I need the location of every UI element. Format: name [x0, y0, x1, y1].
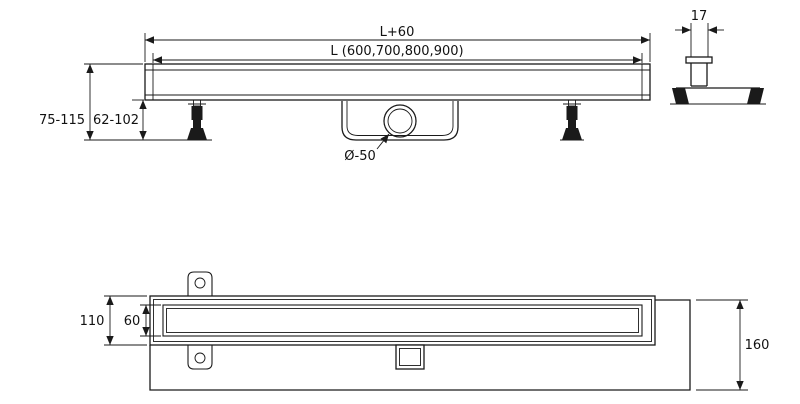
adjustable-foot-right — [560, 99, 584, 141]
side-view: 17 — [670, 9, 766, 105]
dim-install-height: 75-115 — [39, 63, 212, 141]
dim-base-height-label: 160 — [745, 338, 770, 353]
profile-foot-right — [747, 88, 764, 104]
mounting-tab-bottom — [187, 344, 213, 370]
dim-channel-length-label: L (600,700,800,900) — [330, 44, 463, 59]
dim-install-height-label: 75-115 — [39, 113, 85, 128]
front-view: L+60 L (600,700,800,900) 75-115 62-102 Ø… — [39, 25, 651, 164]
screw-hole-top — [194, 277, 206, 289]
dim-channel-length: L (600,700,800,900) — [152, 44, 643, 64]
dim-body-height-label: 62-102 — [93, 113, 139, 128]
dim-inner-width-label: 60 — [124, 314, 141, 329]
channel-profile — [670, 56, 766, 105]
profile-foot-left — [672, 88, 689, 104]
outlet-diameter-label: Ø-50 — [344, 149, 375, 164]
outlet-plan — [395, 344, 425, 370]
plan-view: 110 60 160 — [80, 271, 770, 391]
dim-overall-width: 110 — [80, 295, 147, 346]
dim-base-height: 160 — [696, 299, 770, 391]
adjustable-foot-left — [185, 99, 209, 141]
dim-profile-width-label: 17 — [691, 9, 708, 24]
outlet-circle — [383, 104, 417, 138]
drain-trap — [341, 101, 459, 141]
outlet-diameter-callout: Ø-50 — [344, 133, 390, 164]
grate — [162, 304, 643, 337]
dim-profile-width: 17 — [675, 9, 724, 57]
dim-total-length-label: L+60 — [380, 25, 415, 40]
dim-total-length: L+60 — [144, 25, 651, 62]
channel-body-front — [144, 63, 651, 101]
channel-plan — [149, 295, 656, 346]
dim-body-height: 62-102 — [93, 99, 147, 140]
mounting-tab-top — [187, 271, 213, 297]
base-plate — [149, 299, 691, 391]
screw-hole-bottom — [194, 352, 206, 364]
dim-inner-width: 60 — [124, 304, 161, 337]
dim-overall-width-label: 110 — [80, 314, 105, 329]
